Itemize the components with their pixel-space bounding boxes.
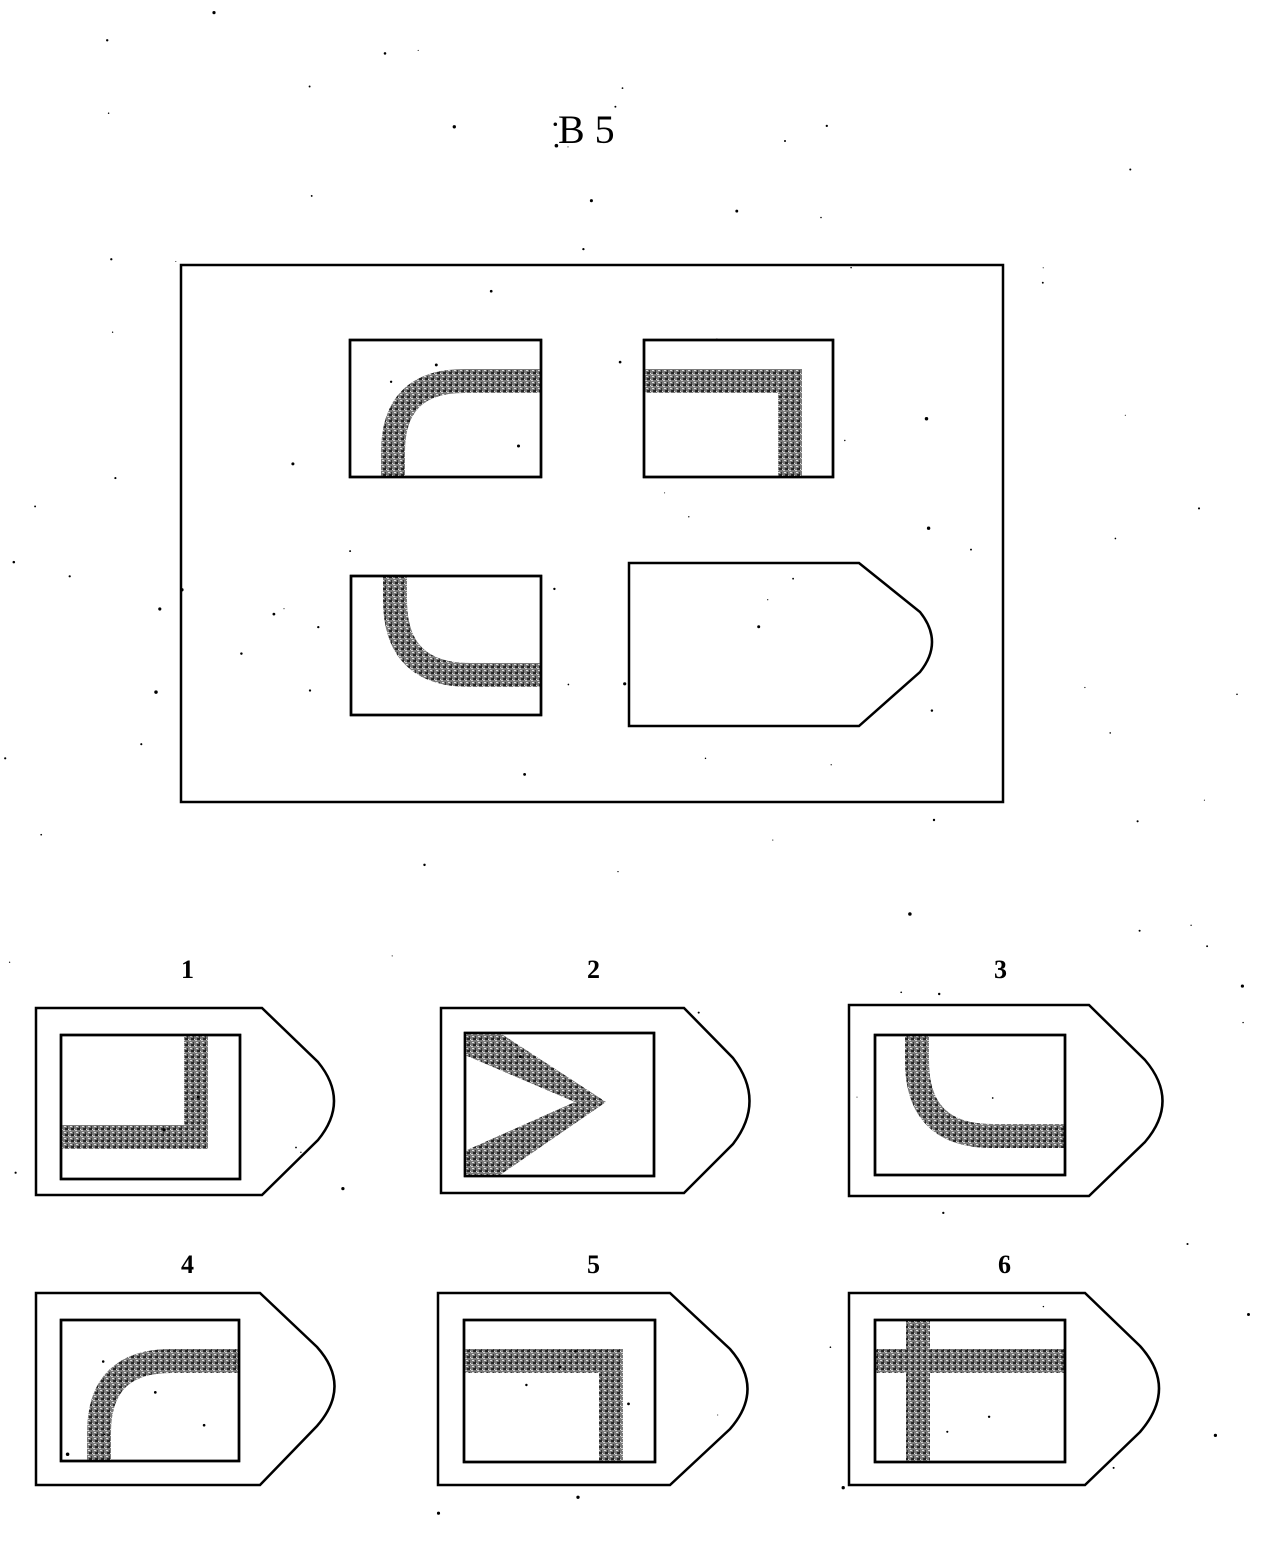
option-label-6: 6 [998,1250,1011,1279]
matrix-cell-2 [642,338,835,479]
option-1[interactable] [34,1006,336,1197]
option-4[interactable] [34,1291,336,1487]
option-label-4: 4 [181,1250,194,1279]
option-3[interactable] [847,1003,1164,1198]
option-label-1: 1 [181,955,194,984]
matrix-panel [179,263,1005,804]
option-label-2: 2 [587,955,600,984]
matrix-frame [179,263,1005,804]
option-label-3: 3 [994,955,1007,984]
matrix-cell-1 [348,338,543,479]
option-label-5: 5 [587,1250,600,1279]
option-6[interactable] [847,1291,1161,1487]
option-2[interactable] [439,1006,751,1195]
option-5[interactable] [436,1291,749,1487]
matrix-cell-3 [349,574,543,717]
scan-noise [4,11,1250,1515]
missing-cell [627,561,934,728]
page-title: B 5 [558,107,615,152]
